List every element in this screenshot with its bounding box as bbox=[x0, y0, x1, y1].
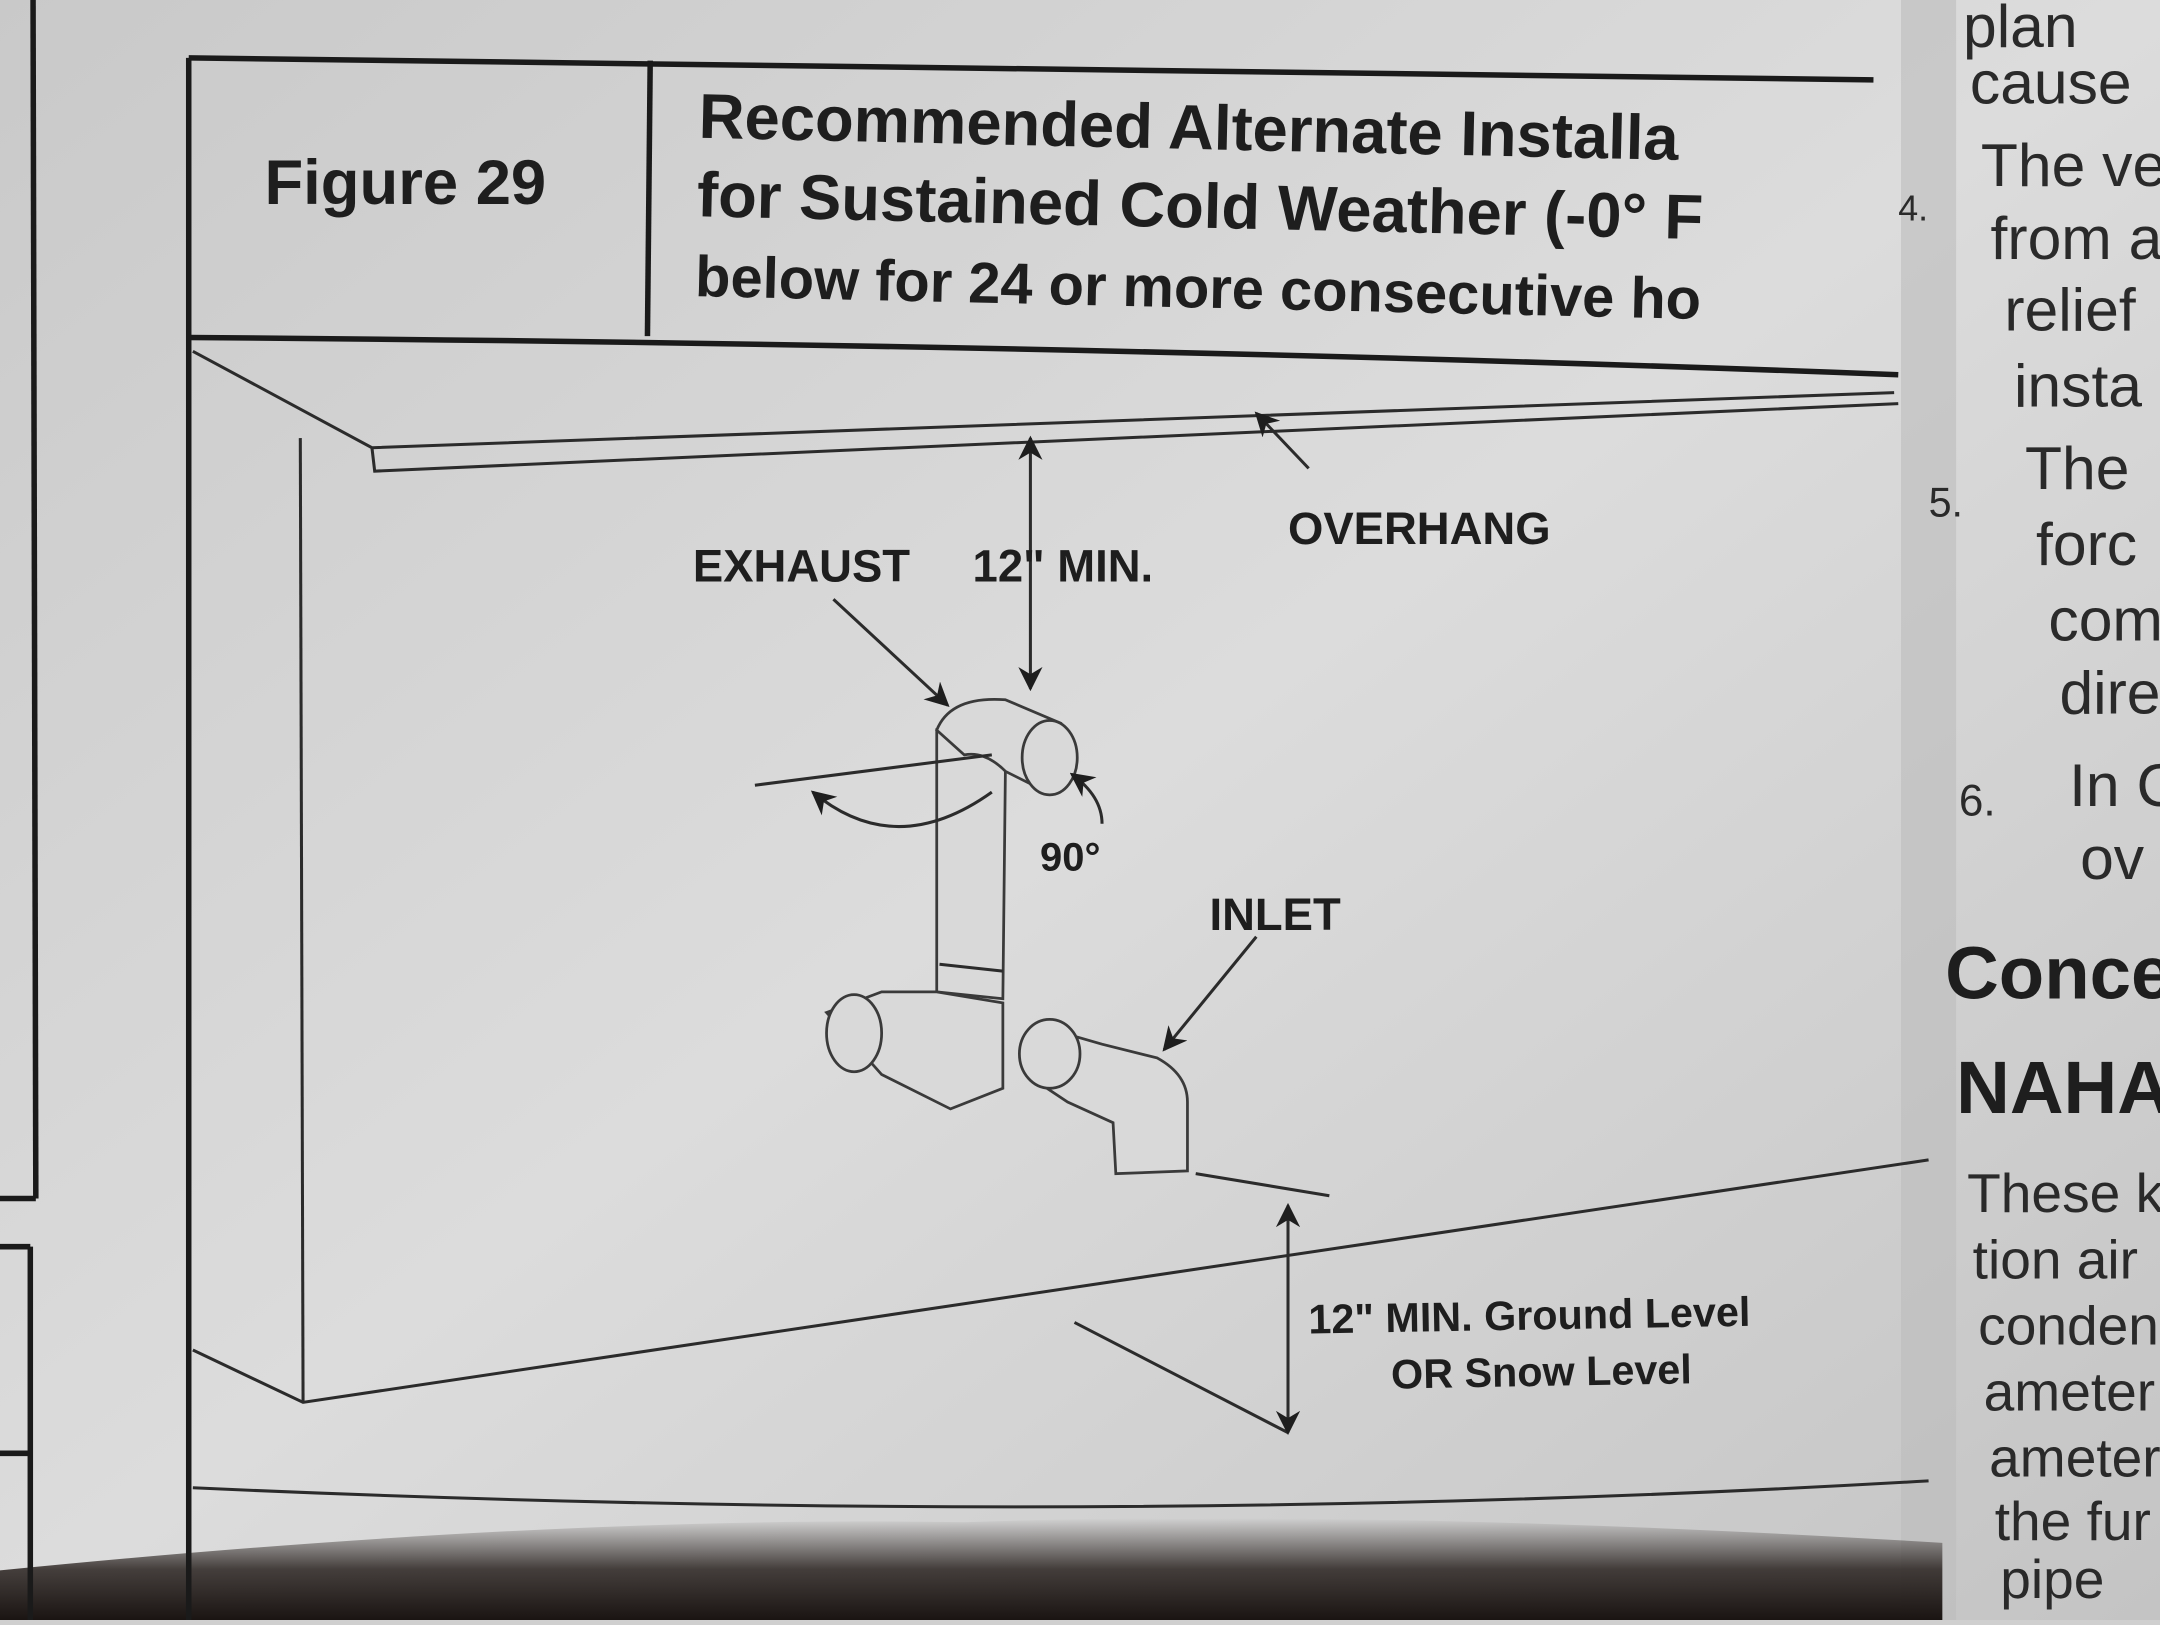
item-number: 5. bbox=[1929, 480, 1963, 526]
section-heading: Conce bbox=[1945, 932, 2160, 1015]
inlet-pipe bbox=[1018, 1018, 1330, 1198]
side-line: The bbox=[2025, 434, 2129, 502]
body-line: These k bbox=[1967, 1162, 2160, 1224]
page-gutter bbox=[1901, 0, 1957, 1620]
top-clearance-label: 12" MIN. bbox=[973, 540, 1154, 591]
figure-frame bbox=[185, 55, 1929, 1620]
side-line: plan bbox=[1963, 0, 2078, 60]
body-line: ameter bbox=[1989, 1427, 2160, 1489]
left-page-edge bbox=[0, 0, 39, 1620]
inlet-arrow bbox=[1162, 935, 1258, 1052]
house-wall bbox=[192, 349, 1929, 1434]
side-line: relief bbox=[2004, 276, 2136, 344]
overhang-arrow bbox=[1254, 411, 1310, 470]
body-line: pipe bbox=[2000, 1548, 2104, 1610]
ground-clearance-label-1: 12" MIN. Ground Level bbox=[1308, 1289, 1751, 1343]
side-line: com bbox=[2048, 586, 2160, 654]
side-line: from a bbox=[1991, 204, 2160, 272]
exhaust-label: EXHAUST bbox=[693, 540, 910, 591]
side-line: insta bbox=[2014, 351, 2142, 419]
side-line: forc bbox=[2036, 510, 2137, 578]
side-line: The ve bbox=[1981, 131, 2160, 199]
inlet-label: INLET bbox=[1209, 889, 1340, 940]
side-line: ov bbox=[2080, 824, 2145, 892]
angle-label: 90° bbox=[1040, 836, 1100, 880]
body-line: ameter bbox=[1984, 1361, 2155, 1423]
section-heading: NAHAC bbox=[1956, 1046, 2160, 1129]
overhang-label: OVERHANG bbox=[1288, 503, 1551, 554]
item-number: 6. bbox=[1959, 777, 1996, 826]
camera-shadow bbox=[0, 1518, 1943, 1620]
figure-title: Recommended Alternate Installa for Susta… bbox=[695, 82, 1704, 332]
side-line: cause bbox=[1970, 48, 2132, 116]
exhaust-arrow bbox=[832, 598, 950, 707]
body-line: the fur bbox=[1995, 1490, 2151, 1552]
exhaust-pipe bbox=[754, 697, 1104, 1111]
figure-number: Figure 29 bbox=[264, 148, 546, 218]
item-number: 4. bbox=[1898, 188, 1928, 228]
side-line: dire bbox=[2059, 659, 2160, 727]
side-line: In C bbox=[2069, 751, 2160, 819]
ground-clearance-label-2: OR Snow Level bbox=[1391, 1346, 1692, 1397]
adjacent-text-column: plan cause The ve from a relief insta Th… bbox=[1898, 0, 2160, 1610]
body-line: conden bbox=[1978, 1294, 2159, 1356]
body-line: tion air bbox=[1973, 1228, 2138, 1290]
